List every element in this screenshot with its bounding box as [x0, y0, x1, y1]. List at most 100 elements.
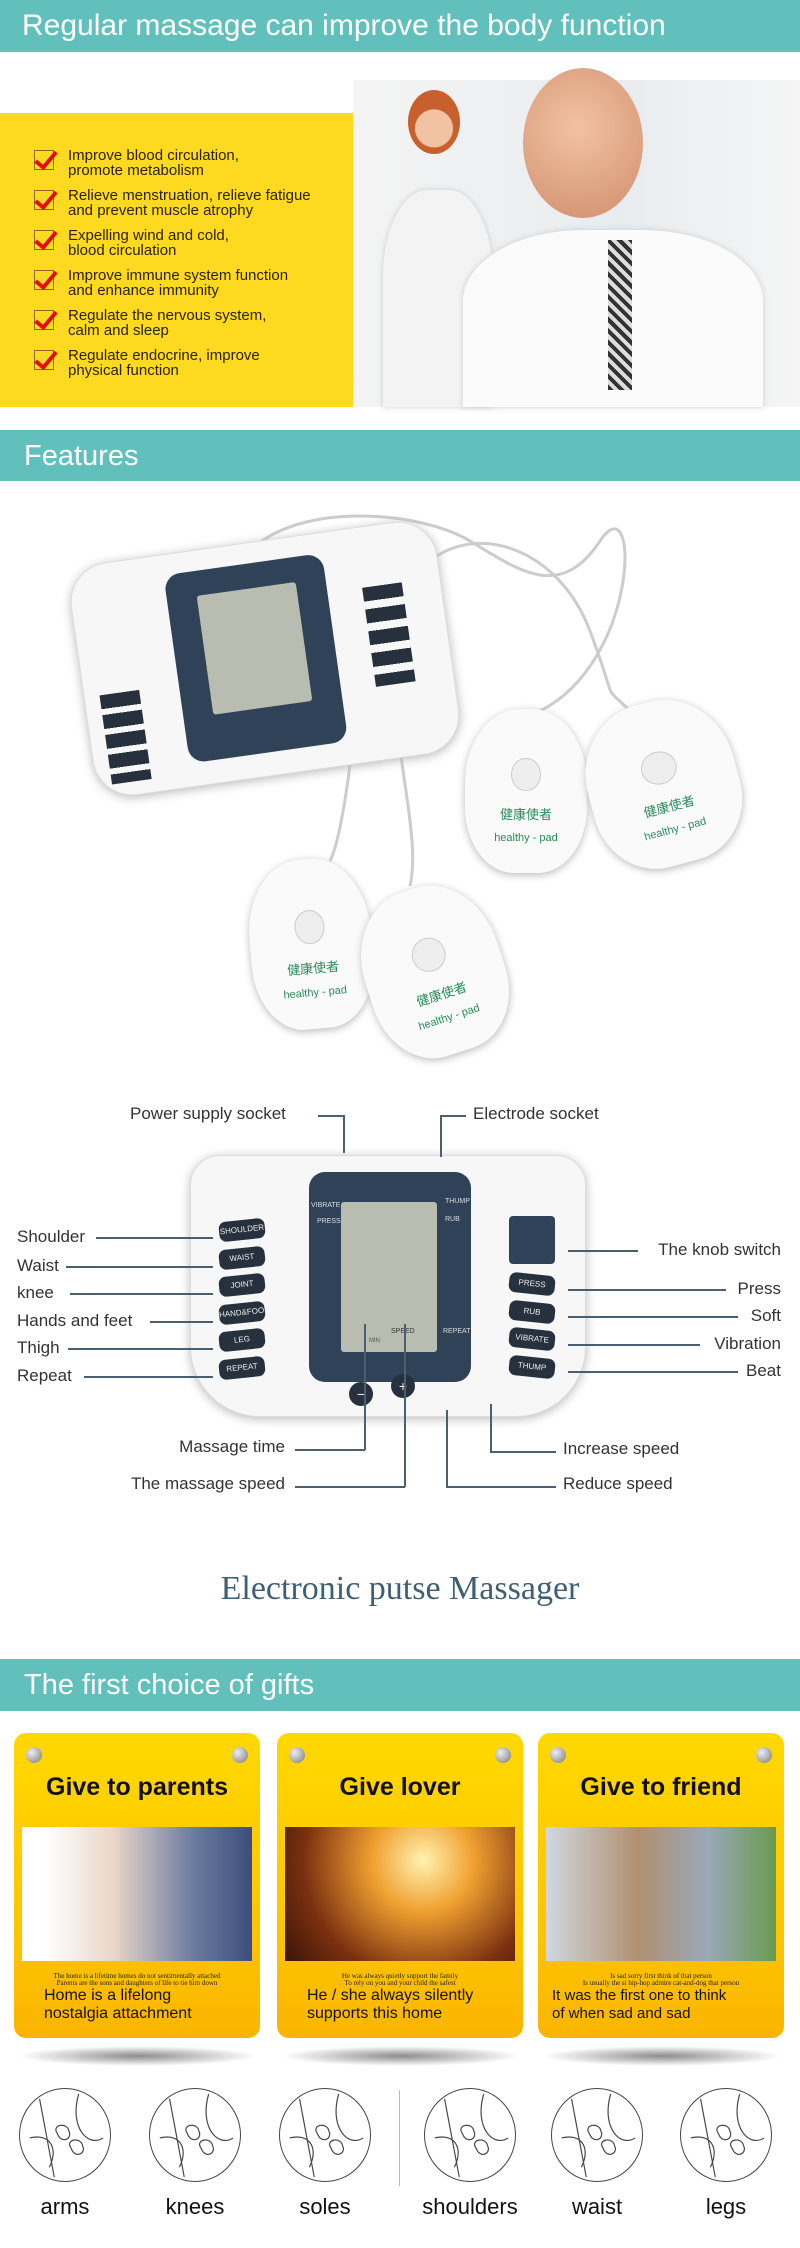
- leader-line: [440, 1115, 466, 1117]
- lcd-press: PRESS: [317, 1218, 341, 1225]
- features-title: Features: [24, 440, 139, 472]
- label-knee: knee: [17, 1283, 54, 1302]
- gift-photo: [546, 1827, 776, 1961]
- header-banner: Regular massage can improve the body fun…: [0, 0, 800, 52]
- lcd-thump: THUMP: [445, 1198, 470, 1205]
- leader-line: [150, 1321, 213, 1323]
- benefit-text: Expelling wind and cold, blood circulati…: [68, 227, 229, 259]
- checkbox-check-icon: [34, 270, 54, 290]
- card-shadow: [18, 2046, 258, 2066]
- leader-line: [440, 1115, 442, 1157]
- button-thump[interactable]: THUMP: [508, 1354, 556, 1379]
- button-shoulder[interactable]: SHOULDER: [218, 1217, 266, 1243]
- legs-icon: [680, 2088, 772, 2182]
- divider: [399, 2090, 400, 2186]
- gifts-title: The first choice of gifts: [24, 1669, 315, 1701]
- gift-card-title: Give to parents: [46, 1773, 228, 1801]
- pad-label-cn: 健康使者: [499, 808, 552, 824]
- gift-card-title: Give lover: [339, 1773, 461, 1801]
- label-the-knob-switch: The knob switch: [658, 1240, 781, 1259]
- benefit-text: Regulate the nervous system, calm and sl…: [68, 307, 267, 339]
- body-part-label: arms: [40, 2194, 90, 2219]
- gift-caption: He / she always silently supports this h…: [307, 1987, 474, 2022]
- benefit-item: Regulate endocrine, improve physical fun…: [34, 348, 354, 382]
- soles-icon: [279, 2088, 371, 2182]
- doctors-photo: [353, 68, 800, 407]
- leader-line: [568, 1316, 738, 1318]
- card-shadow: [281, 2046, 521, 2066]
- pad-label-en: healthy - pad: [283, 983, 348, 1002]
- button-joint[interactable]: JOINT: [218, 1272, 266, 1298]
- label-repeat: Repeat: [17, 1366, 72, 1385]
- label-waist: Waist: [17, 1256, 59, 1275]
- leader-line: [446, 1410, 448, 1487]
- knob-switch[interactable]: [509, 1216, 555, 1264]
- label-power-supply-socket: Power supply socket: [130, 1104, 286, 1123]
- knees-icon: [149, 2088, 241, 2182]
- plus-button[interactable]: +: [391, 1374, 415, 1398]
- checkbox-check-icon: [34, 310, 54, 330]
- minus-button[interactable]: −: [349, 1382, 373, 1406]
- gift-small-text: Is sad sorry first think of that person …: [582, 1972, 740, 1987]
- gift-small-text: He was always quietly support the family…: [341, 1972, 459, 1987]
- arms-icon: [19, 2088, 111, 2182]
- product-title: Electronic putse Massager: [220, 1570, 580, 1607]
- leader-line: [343, 1115, 345, 1153]
- button-hand-foot[interactable]: HAND&FOOT: [218, 1300, 270, 1325]
- gift-photo: [22, 1827, 252, 1961]
- checkbox-check-icon: [34, 150, 54, 170]
- gift-photo: [285, 1827, 515, 1961]
- lcd-vibrate: VIBRATE: [311, 1202, 341, 1209]
- gift-caption: Home is a lifelong nostalgia attachment: [44, 1987, 192, 2022]
- body-part-label: soles: [299, 2194, 351, 2219]
- checkbox-check-icon: [34, 230, 54, 250]
- benefit-item: Improve immune system function and enhan…: [34, 268, 354, 302]
- label-beat: Beat: [746, 1361, 781, 1380]
- button-waist[interactable]: WAIST: [218, 1245, 266, 1270]
- leader-line: [66, 1266, 213, 1268]
- label-hands-and-feet: Hands and feet: [17, 1311, 133, 1330]
- label-increase-speed: Increase speed: [563, 1439, 680, 1458]
- button-rub[interactable]: RUB: [508, 1299, 556, 1324]
- leader-line: [96, 1237, 213, 1239]
- leader-line: [404, 1324, 406, 1487]
- lcd-repeat: REPEAT: [443, 1328, 471, 1335]
- label-electrode-socket: Electrode socket: [473, 1104, 599, 1123]
- electrode-pad: 健康使者 healthy - pad: [465, 709, 587, 873]
- screw-icon: [232, 1747, 248, 1763]
- leader-line: [295, 1449, 365, 1451]
- leader-line: [318, 1115, 344, 1117]
- screw-icon: [756, 1747, 772, 1763]
- screw-icon: [289, 1747, 305, 1763]
- label-soft: Soft: [750, 1306, 781, 1325]
- button-leg[interactable]: LEG: [218, 1327, 266, 1353]
- shoulders-icon: [424, 2088, 516, 2182]
- benefit-text: Improve blood circulation, promote metab…: [68, 147, 239, 179]
- label-massage-speed: The massage speed: [130, 1474, 285, 1493]
- leader-line: [295, 1486, 405, 1488]
- body-part-label: knees: [165, 2194, 225, 2219]
- card-shadow: [542, 2046, 782, 2066]
- leader-line: [568, 1289, 726, 1291]
- button-vibrate[interactable]: VIBRATE: [508, 1326, 556, 1352]
- leader-line: [568, 1250, 638, 1252]
- pad-label-en: healthy - pad: [494, 832, 558, 844]
- checkbox-check-icon: [34, 190, 54, 210]
- label-shoulder: Shoulder: [17, 1227, 86, 1246]
- button-press[interactable]: PRESS: [508, 1271, 556, 1297]
- benefit-text: Regulate endocrine, improve physical fun…: [68, 347, 260, 379]
- leader-line: [364, 1324, 366, 1450]
- electrode-wires: [248, 514, 632, 887]
- benefit-item: Regulate the nervous system, calm and sl…: [34, 308, 354, 342]
- leader-line: [490, 1451, 556, 1453]
- label-thigh: Thigh: [17, 1338, 60, 1357]
- label-press: Press: [737, 1279, 781, 1298]
- gift-caption: It was the first one to think of when sa…: [552, 1987, 727, 2022]
- body-part-label: legs: [705, 2194, 747, 2219]
- leader-line: [568, 1371, 738, 1373]
- button-repeat[interactable]: REPEAT: [218, 1355, 266, 1380]
- lcd-speed: SPEED: [391, 1328, 415, 1335]
- header-title: Regular massage can improve the body fun…: [22, 9, 666, 42]
- label-vibration: Vibration: [714, 1334, 781, 1353]
- leader-line: [490, 1404, 492, 1452]
